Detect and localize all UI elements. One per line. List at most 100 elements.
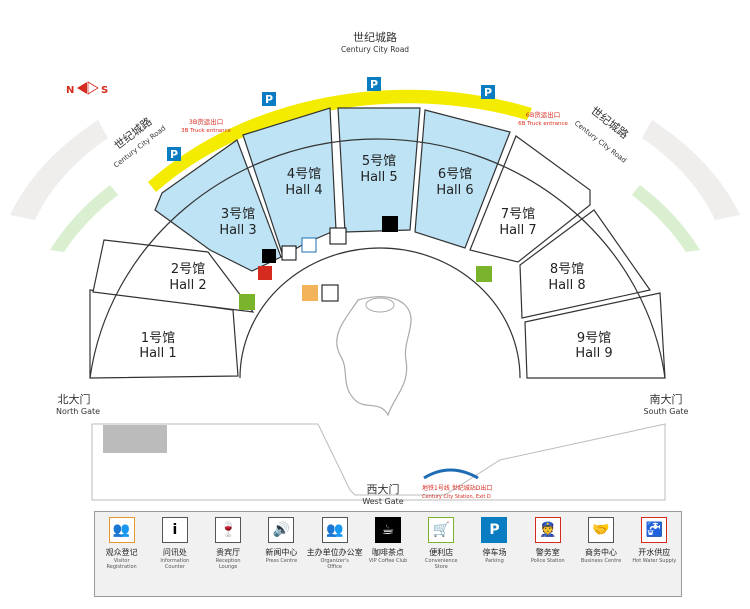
metro-station-en: Century City Station, Exit D xyxy=(422,494,491,500)
truck-entrance-6b-en: 6B Truck entrance xyxy=(518,121,568,127)
legend-label-en: Organizer's Office xyxy=(320,558,349,570)
hall-9-cn: 9号馆 xyxy=(577,331,611,346)
hall-2-block xyxy=(92,239,255,313)
outer-road-gray-right xyxy=(642,120,740,220)
metro-station-cn: 地铁1号线 世纪城站D出口 xyxy=(422,484,492,492)
hall-3-en: Hall 3 xyxy=(219,223,256,238)
legend-label-en: Parking xyxy=(485,558,504,564)
west-gate-building xyxy=(103,425,167,453)
south-gate-en: South Gate xyxy=(644,407,689,416)
legend-label-cn: 新闻中心 xyxy=(265,548,298,557)
hall-1-en: Hall 1 xyxy=(139,346,176,361)
hall-5-en: Hall 5 xyxy=(360,170,397,185)
north-gate-cn: 北大门 xyxy=(58,392,91,406)
hall-7-cn: 7号馆 xyxy=(501,207,535,222)
compass-south: S xyxy=(101,85,108,96)
legend-label-cn: 问讯处 xyxy=(162,548,187,557)
legend-label-cn: 主办单位办公室 xyxy=(306,548,363,557)
facility-markers xyxy=(258,216,398,302)
hall-8-cn: 8号馆 xyxy=(550,262,584,277)
svg-text:P: P xyxy=(265,93,273,106)
parking-markers: P P P P xyxy=(167,77,495,161)
central-lake xyxy=(336,296,412,417)
visitor-registration-icon: 👥 xyxy=(108,517,135,543)
south-site-outline xyxy=(91,423,666,501)
arc-outline-outer xyxy=(89,138,666,379)
information-icon: i xyxy=(161,517,188,543)
north-gate-en: North Gate xyxy=(56,407,100,416)
svg-text:P: P xyxy=(484,86,492,99)
yellow-ring-road xyxy=(148,89,532,192)
hall-4-cn: 4号馆 xyxy=(287,167,321,182)
convenience-store-markers xyxy=(239,266,492,310)
legend-label-cn: 贵宾厅 xyxy=(216,548,241,557)
hall-6-block xyxy=(414,109,511,249)
hall-8-en: Hall 8 xyxy=(548,278,585,293)
metro-station-roof xyxy=(423,468,479,480)
legend-label-cn: 开水供应 xyxy=(638,548,671,557)
parking-icon: P xyxy=(481,517,508,543)
top-road-en: Century City Road xyxy=(341,45,409,54)
green-belt-right xyxy=(632,185,700,252)
svg-text:P: P xyxy=(370,78,378,91)
truck-entrance-3b-en: 3B Truck entrance xyxy=(181,128,231,134)
hall-8-block xyxy=(519,209,652,319)
police-icon: 👮 xyxy=(534,517,561,543)
reception-icon: 🍷 xyxy=(215,517,242,543)
arc-outline-inner xyxy=(239,247,521,379)
legend-label-cn: 停车场 xyxy=(482,548,507,557)
outer-road-gray-left xyxy=(10,120,108,220)
hall-1-cn: 1号馆 xyxy=(141,331,175,346)
top-road-cn: 世纪城路 xyxy=(353,31,397,44)
convenience-store-icon: 🛒 xyxy=(428,517,455,543)
hall-3-cn: 3号馆 xyxy=(221,207,255,222)
hall-6-cn: 6号馆 xyxy=(438,167,472,182)
business-centre-icon: 🤝 xyxy=(588,517,615,543)
legend-label-en: Hot Water Supply xyxy=(632,558,677,564)
hall-2-cn: 2号馆 xyxy=(171,262,205,277)
legend-label-en: Information Counter xyxy=(160,558,190,570)
legend-label-en: Reception Lounge xyxy=(215,558,241,570)
legend-label-cn: 便利店 xyxy=(429,548,454,557)
legend-label-cn: 警务室 xyxy=(535,548,560,557)
legend-label-cn: 观众登记 xyxy=(105,548,138,557)
legend-label-en: Press Centre xyxy=(265,558,298,564)
hall-4-block xyxy=(242,107,337,257)
south-gate-cn: 南大门 xyxy=(650,392,683,406)
press-centre-icon: 🔊 xyxy=(268,517,295,543)
hall-7-en: Hall 7 xyxy=(499,223,536,238)
hall-7-block xyxy=(469,135,591,263)
hall-3-block xyxy=(154,139,282,272)
legend-label-en: VIP Coffee Club xyxy=(368,558,408,564)
coffee-icon: ☕ xyxy=(374,517,401,543)
lake-island xyxy=(365,297,395,313)
west-gate-en: West Gate xyxy=(362,497,403,506)
hot-water-icon: 🚰 xyxy=(641,517,668,543)
hall-4-en: Hall 4 xyxy=(285,183,322,198)
legend-label-cn: 咖啡茶点 xyxy=(371,548,404,557)
legend-label-cn: 商务中心 xyxy=(585,548,618,557)
hall-5-cn: 5号馆 xyxy=(362,154,396,169)
compass-arrow-icon xyxy=(77,82,87,94)
hall-6-en: Hall 6 xyxy=(436,183,473,198)
green-belt-left xyxy=(50,185,118,252)
svg-text:P: P xyxy=(170,148,178,161)
truck-entrance-3b-cn: 3B货运出口 xyxy=(189,117,224,126)
organizer-office-icon: 👥 xyxy=(321,517,348,543)
legend-label-en: Convenience Store xyxy=(425,558,458,570)
legend-label-en: Business Centre xyxy=(580,558,622,564)
hall-9-en: Hall 9 xyxy=(575,346,612,361)
west-gate-cn: 西大门 xyxy=(367,482,400,496)
truck-entrance-6b-cn: 6B货运出口 xyxy=(526,110,561,119)
hall-2-en: Hall 2 xyxy=(169,278,206,293)
